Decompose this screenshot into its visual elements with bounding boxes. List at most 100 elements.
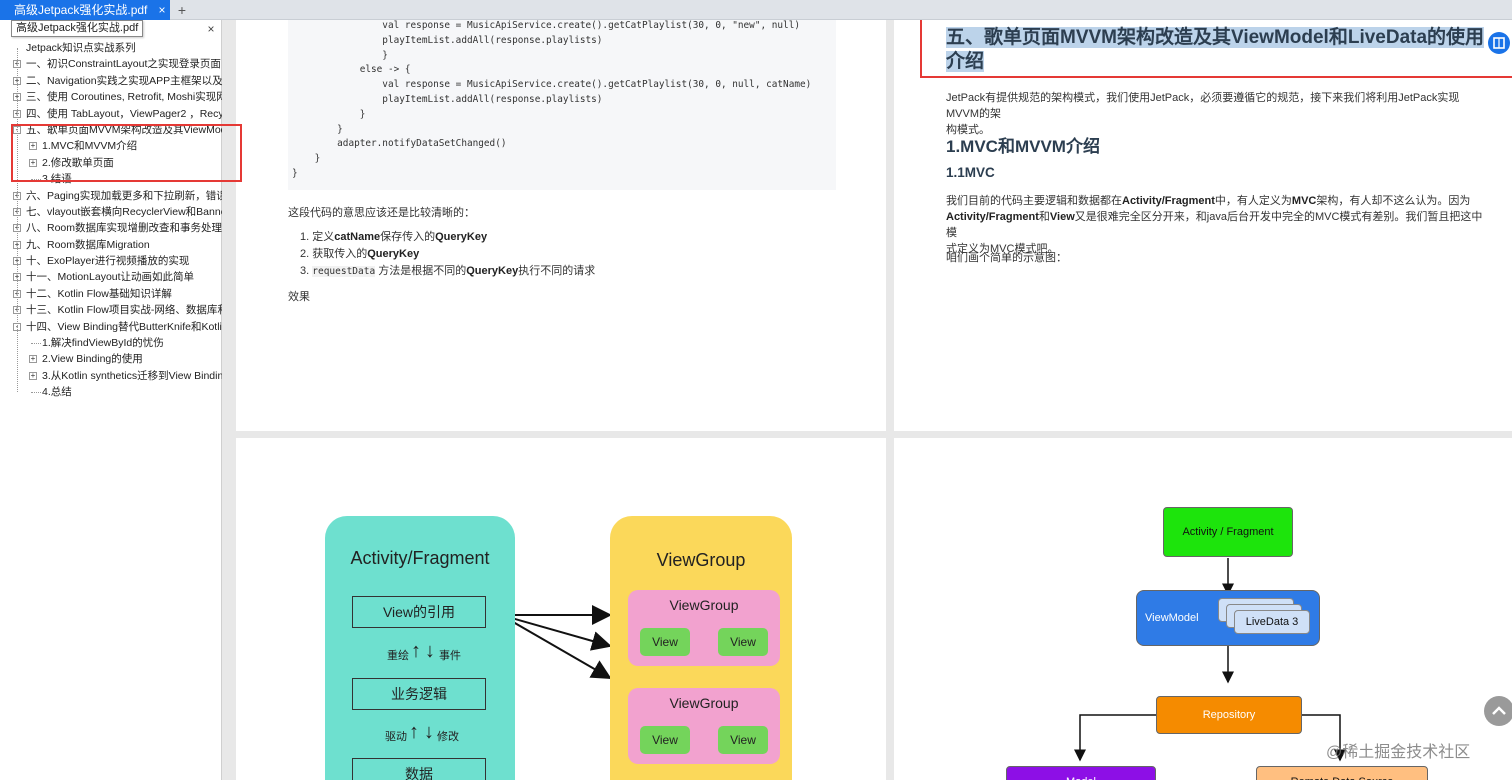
tree-item[interactable]: +九、Room数据库Migration: [0, 237, 222, 253]
expand-icon[interactable]: +: [29, 141, 37, 151]
tree-item-label: 七、vlayout嵌套横向RecyclerView和Banner: [26, 205, 222, 218]
data-box: 数据: [352, 758, 486, 780]
code-line: }: [292, 49, 388, 61]
tab-pdf-document[interactable]: 高级Jetpack强化实战.pdf: [0, 0, 170, 20]
new-tab-icon[interactable]: +: [177, 2, 187, 18]
tree-item-label: 2.View Binding的使用: [42, 353, 143, 366]
view-reference-box: View的引用: [352, 596, 486, 628]
highlight-box-toc: [11, 124, 242, 182]
section-heading: 1.MVC和MVVM介绍: [946, 137, 1100, 156]
tree-item[interactable]: +八、Room数据库实现增删改查和事务处理: [0, 220, 222, 236]
tree-item-label: 三、使用 Coroutines, Retrofit, Moshi实现网络数据请求: [26, 91, 222, 104]
pdf-page-diagram-mvc: Activity/Fragment View的引用 重绘 ↑ ↓ 事件 业务逻辑…: [236, 438, 886, 780]
tree-item[interactable]: +四、使用 TabLayout，ViewPager2 ，RecyclerView…: [0, 106, 222, 122]
viewgroup-inner-title: ViewGroup: [669, 597, 739, 613]
activity-fragment-node: Activity / Fragment: [1163, 507, 1293, 557]
code-line: val response = MusicApiService.create().…: [292, 20, 800, 31]
tree-connector: [31, 392, 41, 394]
sidebar-close-icon[interactable]: ×: [207, 22, 215, 36]
tree-root[interactable]: Jetpack知识点实战系列: [0, 40, 222, 56]
activity-fragment-title: Activity/Fragment: [350, 548, 490, 568]
viewgroup-inner-title: ViewGroup: [669, 695, 739, 711]
tree-item-label: 十二、Kotlin Flow基础知识详解: [26, 287, 172, 300]
activity-fragment-block: Activity/Fragment View的引用 重绘 ↑ ↓ 事件 业务逻辑…: [325, 516, 515, 780]
viewgroup-inner-2: ViewGroup View View: [628, 688, 780, 764]
livedata-node: LiveData 3: [1234, 610, 1310, 634]
tree-item-label: 1.MVC和MVVM介绍: [42, 140, 138, 153]
tree-item-label: 3.结语: [42, 173, 72, 186]
tree-item[interactable]: -十四、View Binding替代ButterKnife和Kotlin syn…: [0, 319, 222, 335]
document-view[interactable]: val response = MusicApiService.create().…: [222, 20, 1512, 780]
paragraph-jetpack: JetPack有提供规范的架构模式，我们使用JetPack，必须要遵循它的规范，…: [946, 92, 1460, 136]
tree-item[interactable]: 4.总结: [0, 384, 222, 400]
subsection-heading: 1.1MVC: [946, 165, 995, 180]
paragraph-intro: 这段代码的意思应该还是比较清晰的：: [288, 207, 475, 219]
redraw-label: 重绘: [387, 650, 409, 662]
tab-bar: 高级Jetpack强化实战.pdf × +: [0, 0, 1512, 20]
book-icon[interactable]: [1488, 32, 1510, 54]
tree-guide-line: [17, 48, 18, 393]
pdf-page-code: val response = MusicApiService.create().…: [236, 20, 886, 431]
viewmodel-label: ViewModel: [1145, 612, 1199, 624]
paragraph-diagram-intro: 咱们画个简单的示意图：: [946, 252, 1067, 264]
code-line: adapter.notifyDataSetChanged(): [292, 138, 507, 150]
tree-item-label: 1.解决findViewById的忧伤: [42, 337, 164, 350]
business-logic-box: 业务逻辑: [352, 678, 486, 710]
up-arrow-icon: ↑: [409, 721, 419, 743]
repository-node: Repository: [1156, 696, 1302, 734]
expand-icon[interactable]: +: [29, 157, 37, 167]
tree-item-label: 十、ExoPlayer进行视频播放的实现: [26, 255, 190, 268]
viewgroup-title: ViewGroup: [656, 550, 746, 570]
tree-item[interactable]: +十二、Kotlin Flow基础知识详解: [0, 286, 222, 302]
tree-item[interactable]: +七、vlayout嵌套横向RecyclerView和Banner: [0, 204, 222, 220]
tree-item-label: 3.从Kotlin synthetics迁移到View Binding: [42, 369, 222, 382]
pdf-page-diagram-mvvm: Activity / Fragment ViewModel LiveData 3…: [894, 438, 1512, 780]
viewgroup-inner-1: ViewGroup View View: [628, 590, 780, 666]
tree-item[interactable]: 1.解决findViewById的忧伤: [0, 335, 222, 351]
tree-connector: [31, 179, 41, 181]
tree-item-label: 六、Paging实现加载更多和下拉刷新，错误后重新请求: [26, 189, 222, 202]
tree-item-label: 十三、Kotlin Flow项目实战-网络、数据库和UI的应用: [26, 304, 222, 317]
tree-item-label: 一、初识ConstraintLayout之实现登录页面: [26, 58, 221, 71]
tree-root-label: Jetpack知识点实战系列: [26, 42, 136, 54]
code-line: }: [292, 108, 366, 120]
code-line: playItemList.addAll(response.playlists): [292, 94, 603, 105]
remote-data-source-node: Remote Data Source: [1256, 766, 1428, 780]
tab-tooltip: 高级Jetpack强化实战.pdf: [11, 20, 144, 37]
drive-label: 驱动: [385, 731, 407, 743]
modify-label: 修改: [437, 731, 459, 743]
tab-close-icon[interactable]: ×: [158, 3, 166, 17]
tree-item-label: 九、Room数据库Migration: [26, 238, 150, 251]
code-line: }: [292, 153, 321, 165]
event-label: 事件: [439, 650, 461, 662]
tree-item[interactable]: +二、Navigation实践之实现APP主框架以及Navigation原理: [0, 73, 222, 89]
tree-item[interactable]: +十一、MotionLayout让动画如此简单: [0, 269, 222, 285]
view-box: View: [640, 628, 690, 656]
mvc-arrows: [500, 605, 612, 680]
down-arrow-icon: ↓: [424, 721, 434, 743]
view-box: View: [718, 628, 768, 656]
tree-item[interactable]: +三、使用 Coroutines, Retrofit, Moshi实现网络数据请…: [0, 89, 222, 105]
tree-item-label: 五、歌单页面MVVM架构改造及其ViewModel和LiveData: [26, 123, 222, 136]
chevron-up-icon[interactable]: [1484, 696, 1512, 726]
expand-icon[interactable]: +: [29, 370, 37, 380]
tree-item[interactable]: +六、Paging实现加载更多和下拉刷新，错误后重新请求: [0, 188, 222, 204]
tree-item[interactable]: 3.结语: [0, 171, 222, 187]
tree-item[interactable]: +2.修改歌单页面: [0, 155, 222, 171]
tree-item[interactable]: +3.从Kotlin synthetics迁移到View Binding: [0, 368, 222, 384]
tree-item-label: 十一、MotionLayout让动画如此简单: [26, 271, 195, 284]
tree-item[interactable]: +十、ExoPlayer进行视频播放的实现: [0, 253, 222, 269]
tree-item[interactable]: +2.View Binding的使用: [0, 351, 222, 367]
expand-icon[interactable]: +: [29, 354, 37, 364]
tree-item[interactable]: +一、初识ConstraintLayout之实现登录页面: [0, 56, 222, 72]
paragraph-effect: 效果: [288, 291, 310, 303]
tree-item[interactable]: +1.MVC和MVVM介绍: [0, 138, 222, 154]
tree-item[interactable]: +十三、Kotlin Flow项目实战-网络、数据库和UI的应用: [0, 302, 222, 318]
viewgroup-block: ViewGroup ViewGroup View View ViewGroup …: [610, 516, 792, 780]
paragraph-mvc: 我们目前的代码主要逻辑和数据都在Activity/Fragment中，有人定义为…: [946, 195, 1483, 255]
view-box: View: [718, 726, 768, 754]
code-line: }: [292, 123, 343, 135]
watermark: @稀土掘金技术社区: [1326, 744, 1471, 761]
mvvm-arrows: [1074, 558, 1346, 762]
code-block: val response = MusicApiService.create().…: [288, 20, 836, 190]
